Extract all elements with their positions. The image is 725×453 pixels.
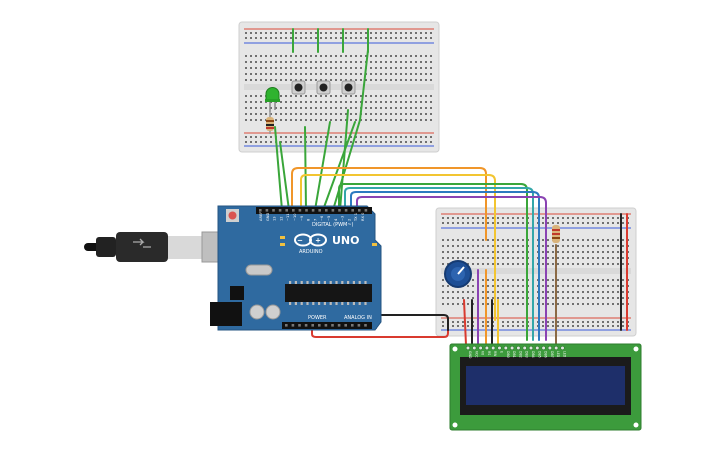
usb-cable[interactable] <box>84 231 222 263</box>
lcd-screen <box>466 366 625 405</box>
pin-label: AREF <box>259 212 263 221</box>
lcd-pin-label: DB2 <box>518 351 522 358</box>
button-led-wires[interactable] <box>274 49 369 211</box>
arduino-uno-board[interactable]: − + UNO ARDUINO DIGITAL (PWM~) POWER ANA… <box>210 205 382 331</box>
pin-label: TX 1 <box>354 213 358 222</box>
lcd-pin-label: GND <box>468 351 472 359</box>
pin-label: ~5 <box>327 216 331 221</box>
pin-label: GND <box>266 213 270 221</box>
lcd-pin-label: E <box>500 351 504 353</box>
led-resistor[interactable] <box>266 112 274 134</box>
potentiometer[interactable] <box>444 260 472 288</box>
push-button-1[interactable] <box>291 80 306 95</box>
atmega-chip <box>285 284 372 302</box>
pin-label: ~3 <box>341 216 345 221</box>
lcd-pin-label: DB3 <box>525 351 529 358</box>
lcd-pin-label: VCC <box>474 351 478 358</box>
analog-header-label: ANALOG IN <box>344 315 372 321</box>
pin-label: ~6 <box>320 215 324 221</box>
digital-header-label: DIGITAL (PWM~) <box>312 222 354 228</box>
power-header-label: POWER <box>308 315 327 321</box>
lcd-pin-label: RW <box>493 351 497 357</box>
lcd-pin-label: DB7 <box>550 351 554 358</box>
green-led[interactable] <box>265 87 280 112</box>
lcd-pin-label: DB1 <box>512 351 516 358</box>
pin-label: 12 <box>279 216 283 221</box>
backlight-resistor[interactable] <box>552 225 560 243</box>
pin-label: RX 0 <box>361 212 365 221</box>
top-breadboard[interactable] <box>238 21 440 153</box>
push-buttons[interactable] <box>291 80 356 95</box>
pin-label: 13 <box>273 216 277 221</box>
push-button-2[interactable] <box>316 80 331 95</box>
lcd-pin-label: DB6 <box>544 351 548 358</box>
top-breadboard-wires[interactable] <box>292 28 369 53</box>
lcd-data-wires[interactable] <box>291 167 547 341</box>
lcd-pin-label: LED <box>556 351 560 358</box>
lcd-control-wires[interactable] <box>463 244 557 346</box>
pin-label: 4 <box>334 218 338 221</box>
board-model: UNO <box>332 234 360 247</box>
arduino-logo: − + <box>294 233 327 247</box>
push-button-3[interactable] <box>341 80 356 95</box>
lcd-pin-label: DB4 <box>531 351 535 358</box>
power-wires[interactable] <box>311 213 628 338</box>
right-breadboard-holes <box>442 217 629 327</box>
pin-label: ~10 <box>293 213 297 221</box>
pin-label: ~9 <box>300 215 304 221</box>
pin-label: 8 <box>307 218 311 221</box>
lcd-pin-label: RS <box>487 351 491 355</box>
pin-label: ~11 <box>286 213 290 221</box>
pin-label: 7 <box>313 219 317 221</box>
lcd-pin-label: LED <box>563 351 567 358</box>
pin-label: 2 <box>347 219 351 221</box>
lcd-pin-label: DB5 <box>537 351 541 358</box>
svg-text:+: + <box>315 237 321 245</box>
lcd-pin-label: DB0 <box>506 351 510 358</box>
lcd-pin-label: V0 <box>481 351 485 355</box>
svg-text:−: − <box>297 237 303 245</box>
board-brand: ARDUINO <box>299 249 323 255</box>
